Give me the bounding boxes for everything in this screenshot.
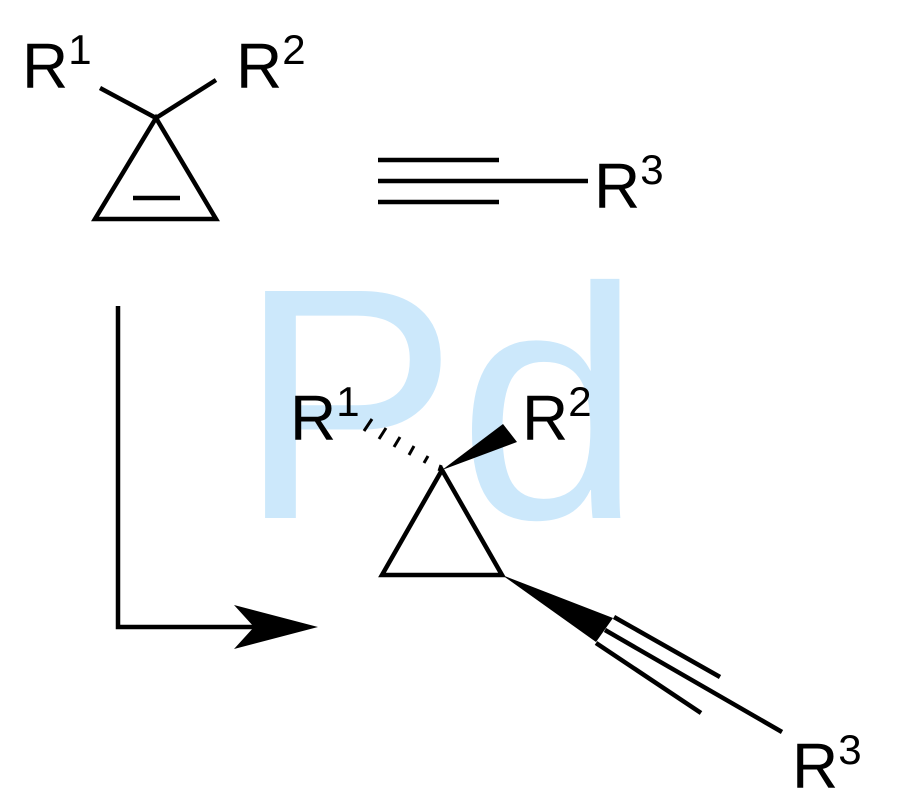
product-triple-bond-middle	[603, 628, 784, 734]
cyclopropene-reactant: R1 R2	[22, 26, 306, 222]
product-r2-label: R2	[522, 378, 592, 454]
reactant-r2-label: R2	[236, 26, 306, 102]
product-r2-wedge-bond	[442, 424, 517, 470]
product-triple-bond-bottom	[594, 641, 703, 715]
catalyst-label: Pd	[238, 219, 642, 588]
product-alkyne-wedge-bond	[502, 575, 613, 642]
alkyne-reactant: R3	[378, 146, 664, 222]
product-r1-superscript: 1	[336, 378, 359, 425]
reactant-r3-superscript: 3	[640, 146, 663, 193]
product-r3-base: R	[792, 730, 838, 802]
reactant-r1-superscript: 1	[68, 26, 91, 73]
cyclopropane-product: R1 R2 R3	[290, 378, 862, 802]
reactant-r1-base: R	[22, 30, 68, 102]
product-r2-base: R	[522, 382, 568, 454]
cyclopropene-r1-bond	[98, 86, 158, 120]
reaction-arrow	[115, 306, 318, 649]
product-r2-superscript: 2	[568, 378, 591, 425]
reactant-r1-label: R1	[22, 26, 92, 102]
product-r1-base: R	[290, 382, 336, 454]
reactant-r2-superscript: 2	[282, 26, 305, 73]
product-triple-bond-top	[612, 615, 722, 679]
reactant-r3-label: R3	[594, 146, 664, 222]
product-r3-superscript: 3	[838, 726, 861, 773]
reaction-arrow-head	[234, 605, 318, 649]
reactant-r2-base: R	[236, 30, 282, 102]
product-r3-label: R3	[792, 726, 862, 802]
cyclopropane-ring	[378, 465, 506, 578]
product-r1-hashed-bond	[362, 418, 443, 472]
reaction-arrow-shaft	[115, 306, 270, 630]
product-r1-label: R1	[290, 378, 360, 454]
reactant-r3-base: R	[594, 150, 640, 222]
cyclopropene-ring	[91, 113, 220, 222]
cyclopropene-r2-bond	[154, 78, 218, 120]
